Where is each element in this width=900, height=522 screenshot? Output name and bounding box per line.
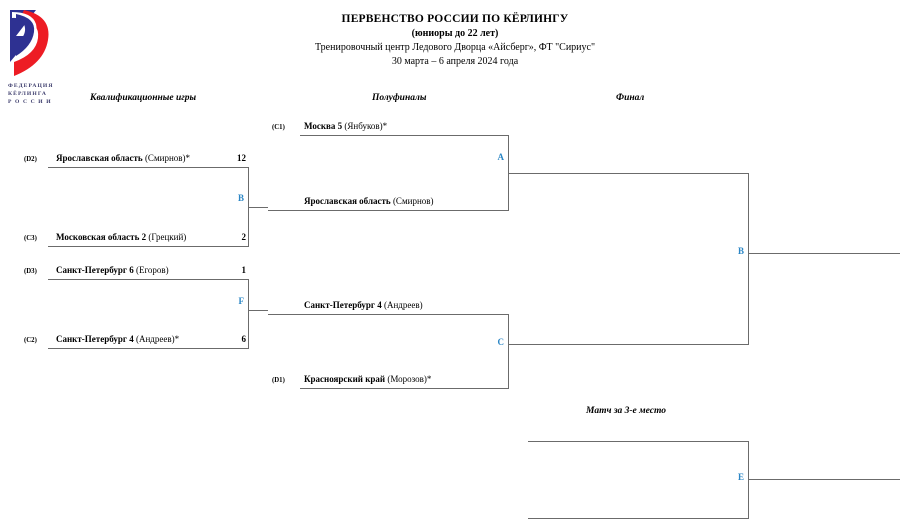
final-bottom-line [508, 344, 748, 345]
qual-1-top-name: Ярославская область [56, 153, 143, 163]
qual-2-bottom-score: 6 [241, 334, 247, 344]
third-top-line [528, 441, 748, 442]
qual-1-bottom-seed: (C3) [24, 235, 37, 242]
semi-c-bottom-seed: (D1) [272, 377, 285, 384]
qual-2-bottom-name: Санкт-Петербург 4 [56, 334, 134, 344]
semi-c-bottom-skip: (Морозов)* [387, 374, 432, 384]
qual-2-top-seed: (D3) [24, 268, 37, 275]
page-subtitle: (юниоры до 22 лет) [411, 28, 499, 39]
federation-logo-text: ФЕДЕРАЦИЯ КЁРЛИНГА Р О С С И И [8, 82, 64, 107]
qual-2-output-line [248, 310, 268, 311]
semi-c-bottom-name: Красноярский край [304, 374, 386, 384]
third-connector [748, 441, 749, 519]
third-bottom-line [528, 518, 748, 519]
semi-c-top-name: Санкт-Петербург 4 [304, 300, 382, 310]
page-title: ПЕРВЕНСТВО РОССИИ ПО КЁРЛИНГУ [341, 13, 569, 25]
qual-2-top-name: Санкт-Петербург 6 [56, 265, 134, 275]
federation-line-2: КЁРЛИНГА [8, 91, 48, 98]
semi-a-match-label: A [497, 152, 505, 162]
semi-c-match-label: C [497, 337, 505, 347]
venue-text: Тренировочный центр Ледового Дворца «Айс… [314, 42, 596, 53]
federation-logo-mark [10, 10, 49, 76]
semi-c-top-line [268, 314, 508, 315]
qual-1-bottom-team: Московская область 2 (Грецкий) [56, 232, 186, 242]
federation-line-3: Р О С С И И [8, 99, 52, 106]
semi-a-bottom-team: Ярославская область (Смирнов) [304, 196, 434, 206]
qual-1-match-label: B [237, 193, 244, 203]
semi-a-top-line [300, 135, 508, 136]
qual-1-bottom-line [48, 246, 248, 247]
qual-2-bottom-line [48, 348, 248, 349]
semi-a-top-skip: (Янбуков)* [344, 121, 388, 131]
column-header-semifinals: Полуфиналы [372, 93, 427, 103]
federation-line-1: ФЕДЕРАЦИЯ [8, 83, 54, 89]
semi-c-bottom-line [300, 388, 508, 389]
semi-a-top-team: Москва 5 (Янбуков)* [304, 121, 387, 131]
qual-2-top-team: Санкт-Петербург 6 (Егоров) [56, 265, 169, 275]
qual-2-top-line [48, 279, 248, 280]
qual-2-connector [248, 279, 249, 349]
qual-2-bottom-skip: (Андреев)* [135, 334, 180, 344]
semi-a-bottom-name: Ярославская область [304, 196, 391, 206]
qual-1-top-team: Ярославская область (Смирнов)* [56, 153, 190, 163]
federation-logo: ФЕДЕРАЦИЯ КЁРЛИНГА Р О С С И И [6, 6, 64, 111]
semi-c-top-team: Санкт-Петербург 4 (Андреев) [304, 300, 423, 310]
qual-2-bottom-seed: (C2) [24, 337, 37, 344]
semi-c-top-skip: (Андреев) [383, 300, 423, 310]
semi-c-bottom-team: Красноярский край (Морозов)* [304, 374, 431, 384]
semi-a-bottom-skip: (Смирнов) [392, 196, 434, 206]
semi-a-top-seed: (C1) [272, 124, 285, 131]
column-header-third-place: Матч за 3-е место [586, 406, 666, 416]
qual-1-top-skip: (Смирнов)* [144, 153, 191, 163]
qual-1-bottom-score: 2 [241, 232, 247, 242]
column-header-final: Финал [616, 93, 645, 103]
qual-1-output-line [248, 207, 268, 208]
qual-1-top-line [48, 167, 248, 168]
semi-a-top-name: Москва 5 [304, 121, 343, 131]
final-output-line [748, 253, 900, 254]
third-match-label: E [737, 472, 744, 482]
third-output-line [748, 479, 900, 480]
qual-2-match-label: F [238, 296, 245, 306]
qual-1-top-score: 12 [237, 153, 246, 163]
column-header-qualification: Квалификационные игры [90, 93, 197, 103]
semi-a-bottom-line [268, 210, 508, 211]
qual-1-bottom-skip: (Грецкий) [148, 232, 187, 242]
dates-text: 30 марта – 6 апреля 2024 года [391, 56, 519, 67]
qual-2-top-score: 1 [241, 265, 247, 275]
qual-2-bottom-team: Санкт-Петербург 4 (Андреев)* [56, 334, 179, 344]
semi-c-connector [508, 314, 509, 389]
qual-1-top-seed: (D2) [24, 156, 37, 163]
qual-1-bottom-name: Московская область 2 [56, 232, 147, 242]
final-match-label: B [737, 246, 744, 256]
title-block: ПЕРВЕНСТВО РОССИИ ПО КЁРЛИНГУ (юниоры до… [250, 12, 660, 69]
qual-2-top-skip: (Егоров) [135, 265, 169, 275]
final-connector [748, 173, 749, 345]
final-top-line [508, 173, 748, 174]
